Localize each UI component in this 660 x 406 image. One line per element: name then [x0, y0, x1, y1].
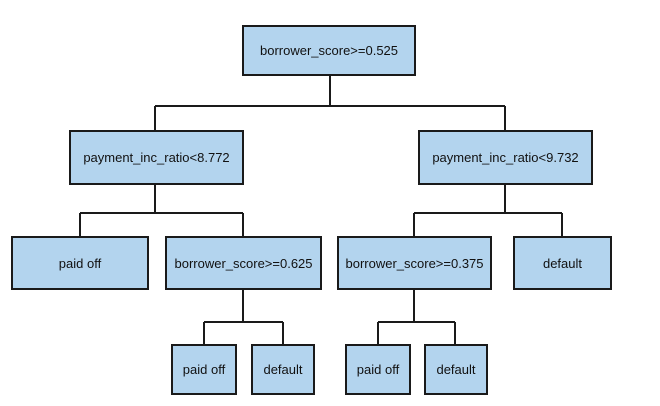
edge-left-split-children [203, 290, 284, 344]
left-split-leaf-default: default [251, 344, 315, 395]
left-split-node: borrower_score>=0.625 [165, 236, 322, 290]
edge-right-children [413, 185, 563, 236]
right-split-leaf-default: default [424, 344, 488, 395]
left-split-leaf-paid-off: paid off [171, 344, 237, 395]
edge-right-split-children [377, 290, 456, 344]
edge-left-children [79, 185, 244, 236]
right-leaf-default: default [513, 236, 612, 290]
left-condition-node: payment_inc_ratio<8.772 [69, 130, 244, 185]
left-leaf-paid-off: paid off [11, 236, 149, 290]
right-split-leaf-paid-off: paid off [345, 344, 411, 395]
right-split-node: borrower_score>=0.375 [337, 236, 492, 290]
right-condition-node: payment_inc_ratio<9.732 [418, 130, 593, 185]
edge-root-children [154, 74, 506, 130]
root-node: borrower_score>=0.525 [242, 25, 416, 76]
